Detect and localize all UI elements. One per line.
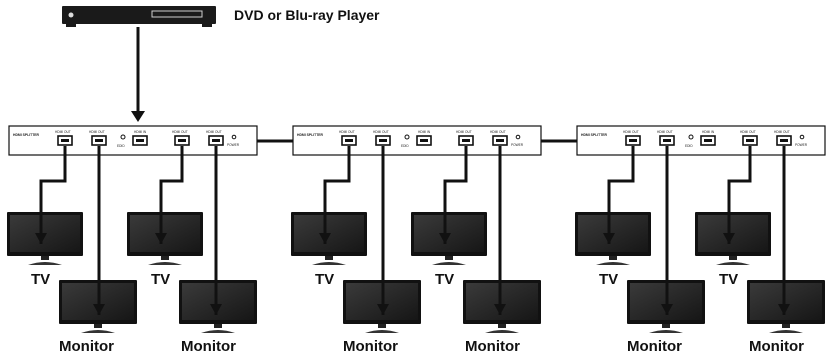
cable-tv-2-head <box>439 233 451 244</box>
hdmi-out-label: HDMI OUT <box>740 130 756 134</box>
cable-tv-2 <box>443 146 468 244</box>
hdmi-out-label: HDMI OUT <box>172 130 188 134</box>
splitter-unit-3: HDMI SPLITTER HDMI OUT HDMI OUT HDMI OUT HDM… <box>575 125 826 355</box>
cable-monitor-1-head <box>377 304 389 315</box>
monitor-display-2 <box>179 280 257 333</box>
tv-display-2 <box>127 212 203 265</box>
splitter-name: HDMI SPLITTER <box>581 133 608 137</box>
cable-tv-1-head <box>35 233 47 244</box>
tv-label-2: TV <box>151 271 170 288</box>
edid-switch <box>120 134 126 140</box>
hdmi-out-label: HDMI OUT <box>623 130 639 134</box>
cable-monitor-2-head <box>210 304 222 315</box>
splitter-chain: HDMI SPLITTER HDMI OUT HDMI OUT HDMI OUT HDM… <box>7 125 826 355</box>
cable-tv-1 <box>323 146 351 244</box>
hdmi-out-label: HDMI OUT <box>89 130 105 134</box>
monitor-label-1: Monitor <box>627 338 682 355</box>
cable-tv-1-head <box>319 233 331 244</box>
hdmi-out-label: HDMI OUT <box>490 130 506 134</box>
cable-tv-1 <box>607 146 635 244</box>
hdmi-out-label: HDMI OUT <box>206 130 222 134</box>
monitor-label-1: Monitor <box>343 338 398 355</box>
power-label: POWER <box>227 143 240 147</box>
monitor-display-2 <box>747 280 825 333</box>
power-label: POWER <box>795 143 808 147</box>
tv-label-2: TV <box>435 271 454 288</box>
cable-tv-1 <box>39 146 67 244</box>
tv-display-1 <box>291 212 367 265</box>
cable-tv-2 <box>159 146 184 244</box>
splitter-name: HDMI SPLITTER <box>297 133 324 137</box>
edid-label: EDID <box>117 144 125 148</box>
power-label: POWER <box>511 143 524 147</box>
hdmi-in-label: HDMI IN <box>702 130 715 134</box>
tv-label-2: TV <box>719 271 738 288</box>
hdmi-in-label: HDMI IN <box>134 130 147 134</box>
edid-switch <box>404 134 410 140</box>
edid-label: EDID <box>685 144 693 148</box>
hdmi-out-label: HDMI OUT <box>456 130 472 134</box>
dvd-player <box>62 6 216 27</box>
monitor-label-2: Monitor <box>749 338 804 355</box>
hdmi-out-label: HDMI OUT <box>657 130 673 134</box>
monitor-label-1: Monitor <box>59 338 114 355</box>
power-led <box>799 134 805 140</box>
hdmi-out-label: HDMI OUT <box>774 130 790 134</box>
hdmi-out-label: HDMI OUT <box>373 130 389 134</box>
power-led <box>515 134 521 140</box>
hdmi-in-label: HDMI IN <box>418 130 431 134</box>
power-led <box>231 134 237 140</box>
cable-tv-2-head <box>723 233 735 244</box>
player-label: DVD or Blu-ray Player <box>234 7 380 23</box>
cable-tv-2 <box>727 146 752 244</box>
cable-monitor-1-head <box>93 304 105 315</box>
input-arrow <box>131 27 145 122</box>
tv-label-1: TV <box>599 271 618 288</box>
hdmi-out-label: HDMI OUT <box>339 130 355 134</box>
cable-monitor-2-head <box>494 304 506 315</box>
tv-display-1 <box>7 212 83 265</box>
edid-switch <box>688 134 694 140</box>
monitor-label-2: Monitor <box>181 338 236 355</box>
splitter-unit-1: HDMI SPLITTER HDMI OUT HDMI OUT HDMI OUT HDM… <box>7 125 306 355</box>
hdmi-out-label: HDMI OUT <box>55 130 71 134</box>
monitor-display-2 <box>463 280 541 333</box>
tv-label-1: TV <box>315 271 334 288</box>
splitter-name: HDMI SPLITTER <box>13 133 40 137</box>
tv-label-1: TV <box>31 271 50 288</box>
splitter-unit-2: HDMI SPLITTER HDMI OUT HDMI OUT HDMI OUT HDM… <box>291 125 590 355</box>
tv-display-1 <box>575 212 651 265</box>
tv-display-2 <box>695 212 771 265</box>
monitor-label-2: Monitor <box>465 338 520 355</box>
edid-label: EDID <box>401 144 409 148</box>
cable-monitor-2-head <box>778 304 790 315</box>
cable-tv-1-head <box>603 233 615 244</box>
cable-tv-2-head <box>155 233 167 244</box>
tv-display-2 <box>411 212 487 265</box>
cable-monitor-1-head <box>661 304 673 315</box>
